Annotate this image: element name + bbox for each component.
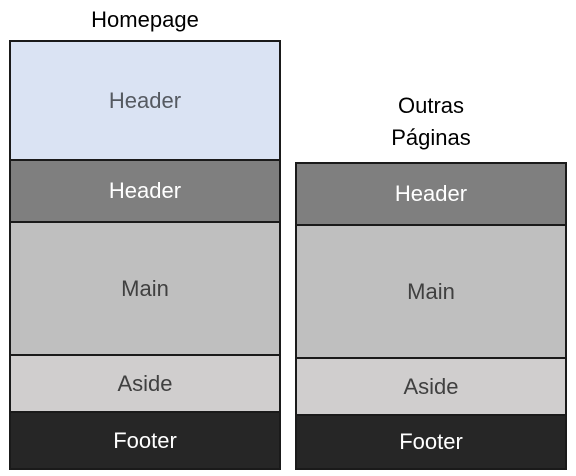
homepage-header-label: Header (108, 178, 182, 203)
outras-aside-label: Aside (403, 373, 459, 399)
homepage-main-label: Main (121, 275, 169, 301)
outras-title-line1: Outras (397, 93, 465, 118)
outras-header-label: Header (394, 181, 468, 206)
homepage-title: Homepage (91, 7, 199, 32)
outras-layout: Header Main Aside Footer (295, 162, 567, 470)
homepage-footer-block: Footer (11, 413, 279, 468)
homepage-aside-label: Aside (117, 370, 173, 396)
outras-title-line2: Páginas (391, 125, 471, 150)
homepage-hero-header-label: Header (108, 87, 182, 113)
outras-footer-label: Footer (399, 429, 463, 454)
outras-title: Outras Páginas (296, 90, 566, 154)
homepage-layout: Header Header Main Aside Footer (9, 40, 281, 470)
homepage-hero-header-block: Header (11, 42, 279, 161)
outras-aside-block: Aside (297, 359, 565, 416)
homepage-main-block: Main (11, 223, 279, 356)
outras-header-block: Header (297, 164, 565, 226)
homepage-aside-block: Aside (11, 356, 279, 413)
homepage-footer-label: Footer (113, 427, 177, 453)
homepage-header-block: Header (11, 161, 279, 223)
outras-footer-block: Footer (297, 416, 565, 468)
outras-main-label: Main (407, 278, 455, 304)
outras-main-block: Main (297, 226, 565, 359)
